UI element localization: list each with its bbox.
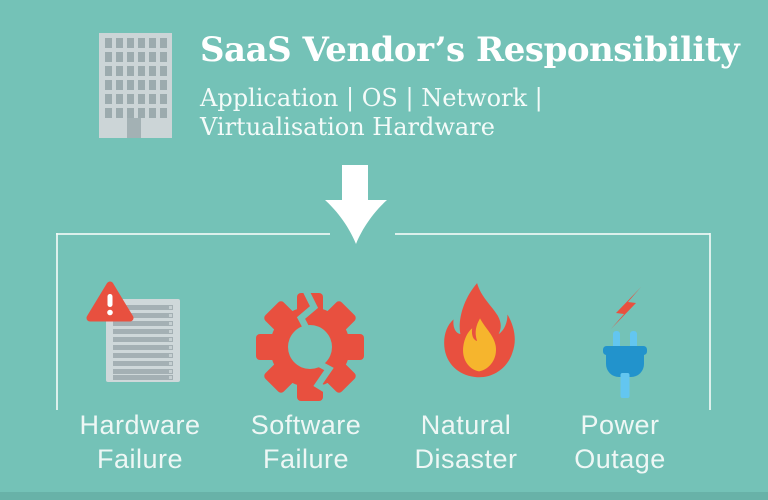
software-failure-broken-gear-icon — [256, 287, 364, 407]
label-line: Hardware — [79, 410, 201, 440]
label-line: Failure — [262, 444, 350, 474]
building-door — [127, 118, 141, 138]
natural-disaster-flame-icon — [444, 283, 515, 378]
label-line: Failure — [96, 444, 184, 474]
label-line: Software — [250, 410, 362, 440]
down-arrow-icon — [325, 165, 387, 244]
item-label-hardware-failure: Hardware Failure — [48, 408, 232, 476]
subtitle-line-2: Virtualisation Hardware — [200, 113, 495, 141]
hardware-failure-document-warning-icon — [86, 281, 186, 385]
subtitle-line-1: Application | OS | Network | — [200, 84, 543, 112]
gear-crack-top — [296, 287, 319, 337]
warning-triangle-icon — [86, 281, 134, 322]
lightning-bolt-icon — [611, 287, 641, 329]
item-label-power-outage: Power Outage — [528, 408, 712, 476]
bracket-line-top-left — [56, 233, 330, 235]
gear-hole — [288, 325, 332, 369]
gear-crack-bottom — [312, 358, 336, 407]
bracket-line-top-right — [395, 233, 710, 235]
bracket-line-right — [709, 233, 711, 410]
page-title: SaaS Vendor’s Responsibility — [200, 30, 740, 70]
item-label-natural-disaster: Natural Disaster — [374, 408, 558, 476]
office-building-icon — [99, 33, 172, 138]
bracket-line-left — [56, 233, 58, 410]
label-line: Disaster — [414, 444, 518, 474]
vendor-scope-subtitle: Application | OS | Network |Virtualisati… — [200, 84, 740, 142]
header: SaaS Vendor’s Responsibility Application… — [200, 30, 740, 142]
label-line: Outage — [574, 444, 666, 474]
bottom-edge-strip — [0, 492, 768, 500]
label-line: Power — [580, 410, 660, 440]
item-label-software-failure: Software Failure — [214, 408, 398, 476]
label-line: Natural — [420, 410, 512, 440]
power-outage-plug-bolt-icon — [603, 287, 647, 398]
